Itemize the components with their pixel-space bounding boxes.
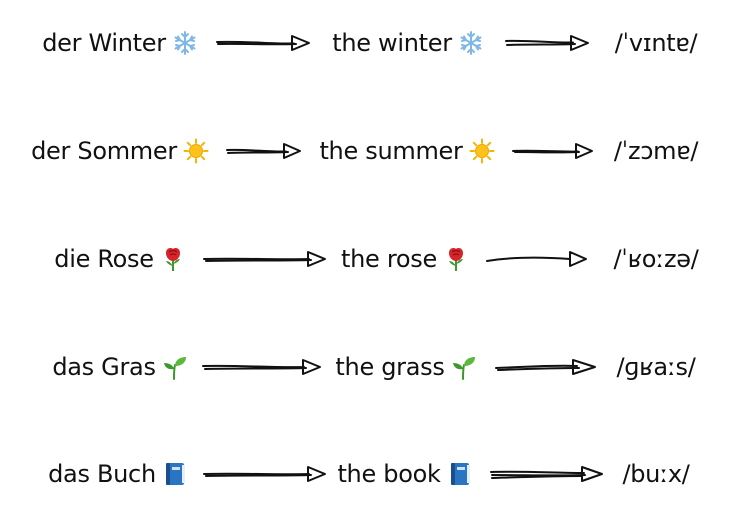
german-term-text: der Sommer — [31, 137, 177, 165]
ipa-text: /buːx/ — [622, 460, 690, 488]
arrow-german-to-english — [203, 247, 327, 271]
vocab-row-grass: das Gras the grass — [0, 337, 732, 397]
ipa-text: /ˈvɪntɐ/ — [614, 29, 698, 57]
german-term-text: das Gras — [52, 353, 156, 381]
book-icon — [447, 461, 473, 487]
arrow-german-to-english — [216, 31, 311, 55]
english-term: the winter — [318, 13, 498, 73]
snowflake-icon — [458, 30, 484, 56]
vocab-row-book: das Buch the book — [0, 444, 732, 504]
arrow-english-to-ipa — [490, 462, 604, 486]
english-term-text: the winter — [332, 29, 452, 57]
german-term: die Rose — [40, 229, 200, 289]
ipa-text: /ˈʁoːzə/ — [613, 245, 699, 273]
arrow-german-to-english — [203, 462, 327, 486]
seedling-icon — [451, 354, 477, 380]
arrow-german-to-english — [226, 139, 302, 163]
ipa-transcription: /buːx/ — [596, 444, 716, 504]
english-term: the book — [330, 444, 480, 504]
german-term: der Sommer — [25, 121, 215, 181]
german-term: das Buch — [38, 444, 198, 504]
book-icon — [162, 461, 188, 487]
english-term-text: the rose — [341, 245, 437, 273]
snowflake-icon — [172, 30, 198, 56]
german-term-text: die Rose — [54, 245, 154, 273]
seedling-icon — [162, 354, 188, 380]
german-term-text: der Winter — [42, 29, 166, 57]
rose-icon — [443, 246, 469, 272]
ipa-text: /ɡʁaːs/ — [616, 353, 696, 381]
vocab-row-rose: die Rose th — [0, 229, 732, 289]
ipa-transcription: /ɡʁaːs/ — [596, 337, 716, 397]
ipa-transcription: /ˈvɪntɐ/ — [596, 13, 716, 73]
sun-icon — [469, 138, 495, 164]
german-term: der Winter — [30, 13, 210, 73]
english-term-text: the grass — [335, 353, 445, 381]
english-term: the summer — [312, 121, 502, 181]
ipa-transcription: /ˈzɔmɐ/ — [596, 121, 716, 181]
vocab-row-summer: der Sommer — [0, 121, 732, 181]
english-term: the rose — [330, 229, 480, 289]
arrow-german-to-english — [202, 355, 322, 379]
english-term-text: the book — [337, 460, 441, 488]
english-term-text: the summer — [319, 137, 463, 165]
sun-icon — [183, 138, 209, 164]
arrow-english-to-ipa — [512, 139, 594, 163]
english-term: the grass — [326, 337, 486, 397]
german-term: das Gras — [40, 337, 200, 397]
vocab-row-winter: der Winter — [0, 13, 732, 73]
german-term-text: das Buch — [48, 460, 156, 488]
rose-icon — [160, 246, 186, 272]
arrow-english-to-ipa — [486, 247, 588, 271]
ipa-transcription: /ˈʁoːzə/ — [596, 229, 716, 289]
ipa-text: /ˈzɔmɐ/ — [613, 137, 699, 165]
arrow-english-to-ipa — [495, 355, 597, 379]
arrow-english-to-ipa — [505, 31, 590, 55]
